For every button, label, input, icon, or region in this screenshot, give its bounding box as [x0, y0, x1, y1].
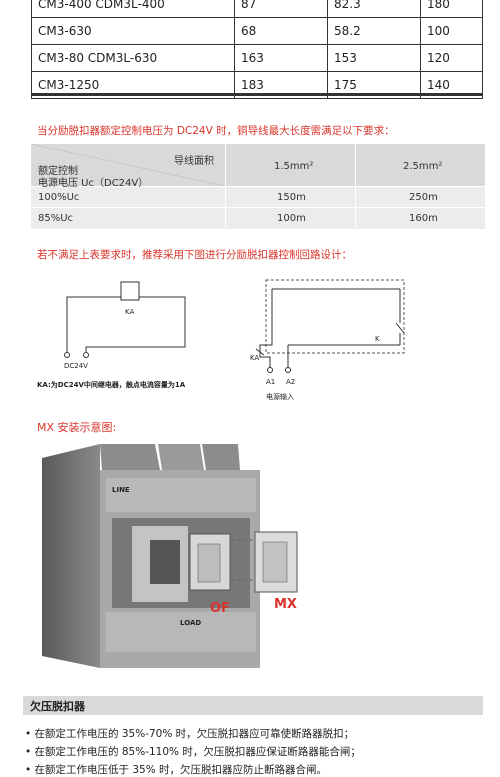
mx-install-title: MX 安装示意图: [37, 421, 117, 434]
corner-top-label: 导线面积 [174, 156, 214, 167]
of-label: OF [210, 601, 230, 616]
cell-model: CM3-400 CDM3L-400 [31, 0, 235, 18]
dc24v-label: DC24V [64, 362, 88, 370]
col-header-2-5: 2.5mm² [403, 161, 443, 172]
table-row: CM3-80 CDM3L-630 163 153 120 [31, 44, 483, 72]
cell: 68 [234, 17, 328, 45]
circuit-diagram-right [255, 279, 405, 373]
spec-table: CM3-400 CDM3L-400 87 82.3 180 CM3-630 68… [31, 0, 483, 99]
cell: 250m [409, 192, 438, 203]
corner-label-2: 电源电压 Uc（DC24V） [38, 178, 149, 189]
table-header [31, 144, 485, 186]
circuit-diagram-left [64, 281, 186, 358]
k-label: K [375, 335, 380, 343]
note-recommend: 若不满足上表要求时，推荐采用下图进行分励脱扣器控制回路设计： [37, 249, 352, 261]
note-dc24v: 当分励脱扣器额定控制电压为 DC24V 时，铜导线最大长度需满足以下要求： [37, 125, 395, 137]
cell: 58.2 [327, 17, 421, 45]
cell: 150m [277, 192, 306, 203]
a2-label: A2 [286, 378, 296, 386]
col-header-1-5: 1.5mm² [274, 161, 314, 172]
bullet-item: • 在额定工作电压低于 35% 时，欠压脱扣器应防止断路器合闸。 [25, 764, 328, 776]
cell: 100m [277, 213, 306, 224]
table-row: CM3-400 CDM3L-400 87 82.3 180 [31, 0, 483, 18]
cell: 180 [420, 0, 483, 18]
ka-caption: KA:为DC24V中间继电器，触点电流容量为1A [37, 381, 186, 389]
cell: 82.3 [327, 0, 421, 18]
table-bottom-border [31, 93, 483, 96]
wire-length-table: 导线面积 额定控制 电源电压 Uc（DC24V） 1.5mm² 2.5mm² 1… [31, 144, 485, 229]
table-row: CM3-630 68 58.2 100 [31, 17, 483, 45]
cell: 100 [420, 17, 483, 45]
cell: 160m [409, 213, 438, 224]
table-row [31, 208, 485, 229]
ka-label: KA [125, 308, 135, 316]
load-label: LOAD [180, 619, 202, 627]
line-label: LINE [112, 486, 130, 494]
divider [31, 207, 485, 208]
bullet-item: • 在额定工作电压的 35%-70% 时，欠压脱扣器应可靠使断路器脱扣； [25, 728, 355, 740]
cell-model: CM3-630 [31, 17, 235, 45]
ka-label-right: KA [250, 354, 260, 362]
row-label: 100%Uc [38, 192, 80, 203]
cell: 87 [234, 0, 328, 18]
power-input-label: 电源输入 [266, 393, 294, 401]
a1-label: A1 [266, 378, 276, 386]
cell: 163 [234, 44, 328, 72]
row-label: 85%Uc [38, 213, 74, 224]
section-title: 欠压脱扣器 [30, 700, 85, 713]
diagonal-line [31, 144, 226, 186]
bullet-item: • 在额定工作电压的 85%-110% 时，欠压脱扣器应保证断路器能合闸； [25, 746, 361, 758]
cell: 153 [327, 44, 421, 72]
section-header-bar [23, 696, 483, 715]
table-row [31, 187, 485, 208]
breaker-illustration [42, 444, 298, 668]
cell-model: CM3-80 CDM3L-630 [31, 44, 235, 72]
corner-label-1: 额定控制 [38, 166, 78, 177]
mx-label: MX [274, 597, 297, 612]
cell: 120 [420, 44, 483, 72]
divider [31, 186, 485, 187]
